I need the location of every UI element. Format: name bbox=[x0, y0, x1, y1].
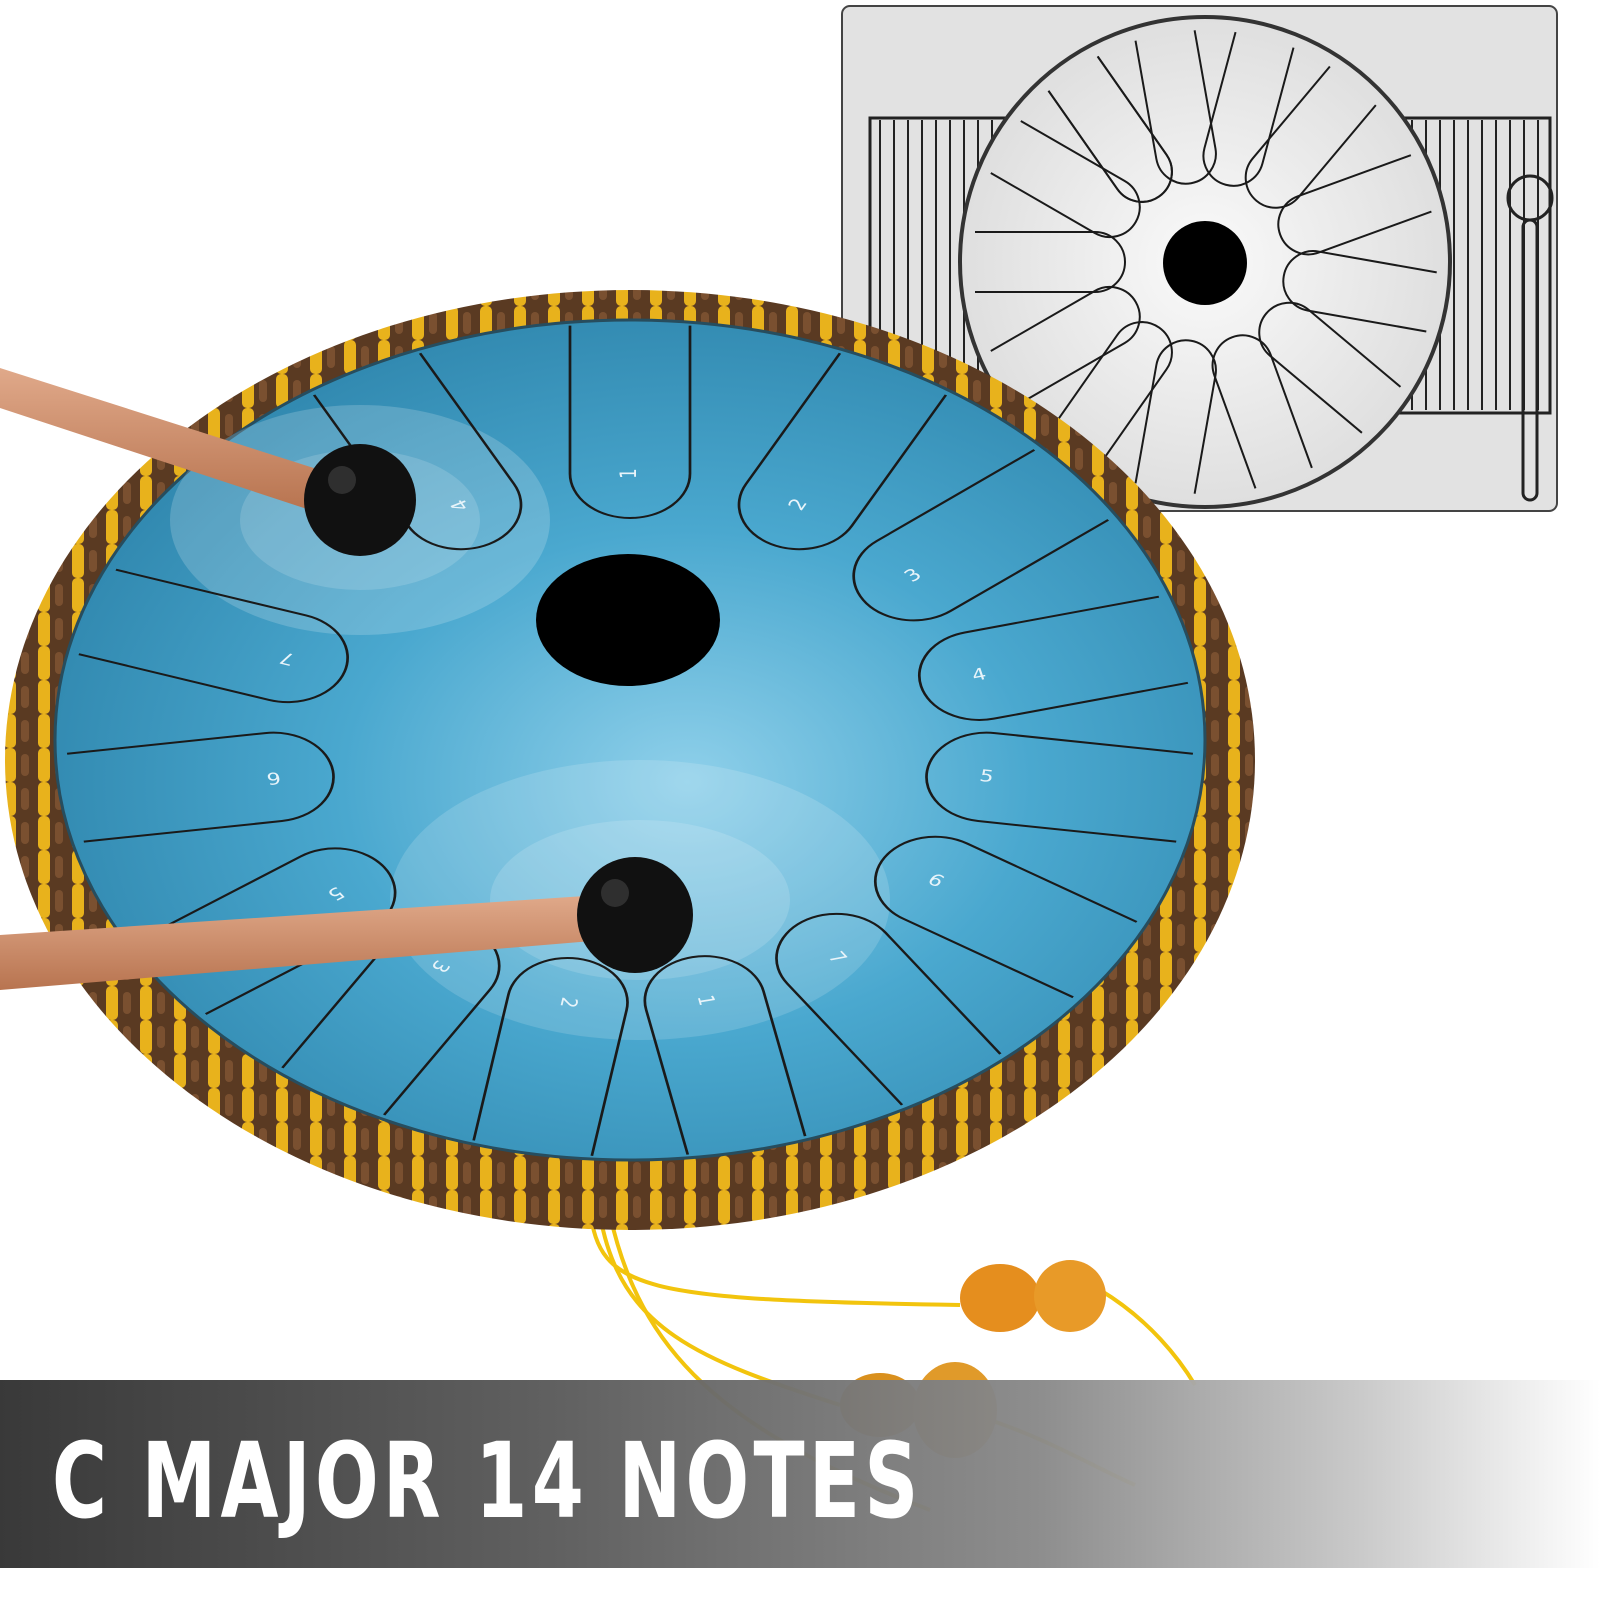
banner bbox=[0, 1380, 1600, 1568]
tongue bbox=[990, 120, 1141, 238]
tongue: 1 bbox=[568, 325, 692, 519]
note-label: 6 bbox=[265, 768, 282, 789]
tongue: 6 bbox=[66, 731, 335, 843]
tongue: 4 bbox=[917, 595, 1189, 721]
tongue bbox=[1134, 30, 1217, 185]
mallet bbox=[0, 368, 416, 556]
tongue bbox=[975, 231, 1126, 293]
note-label: 5 bbox=[978, 766, 995, 787]
note-label: 1 bbox=[692, 993, 720, 1007]
mallet bbox=[0, 857, 693, 990]
inset-sound-hole bbox=[1163, 221, 1247, 305]
tongue bbox=[1277, 154, 1432, 256]
note-label: 2 bbox=[555, 996, 583, 1010]
tongue bbox=[1244, 65, 1377, 209]
tongue: 5 bbox=[925, 731, 1194, 843]
tongue: 1 bbox=[643, 955, 807, 1155]
inset-tongues bbox=[975, 30, 1437, 494]
tongue: 2 bbox=[472, 957, 629, 1156]
note-label: 4 bbox=[969, 664, 989, 685]
tongue bbox=[1202, 31, 1295, 187]
note-label: 1 bbox=[616, 468, 642, 478]
sound-hole bbox=[536, 554, 720, 686]
tongue bbox=[1258, 301, 1402, 434]
tongue bbox=[1134, 339, 1217, 494]
tongue bbox=[1047, 55, 1173, 203]
tongue bbox=[1047, 321, 1173, 469]
banner-title: C MAJOR 14 NOTES bbox=[52, 1420, 923, 1542]
inset-mallet-icon bbox=[1506, 174, 1554, 502]
tongue bbox=[990, 286, 1141, 404]
tongue bbox=[1211, 334, 1313, 489]
diagram-inset bbox=[841, 5, 1558, 512]
tongue bbox=[1282, 250, 1437, 333]
